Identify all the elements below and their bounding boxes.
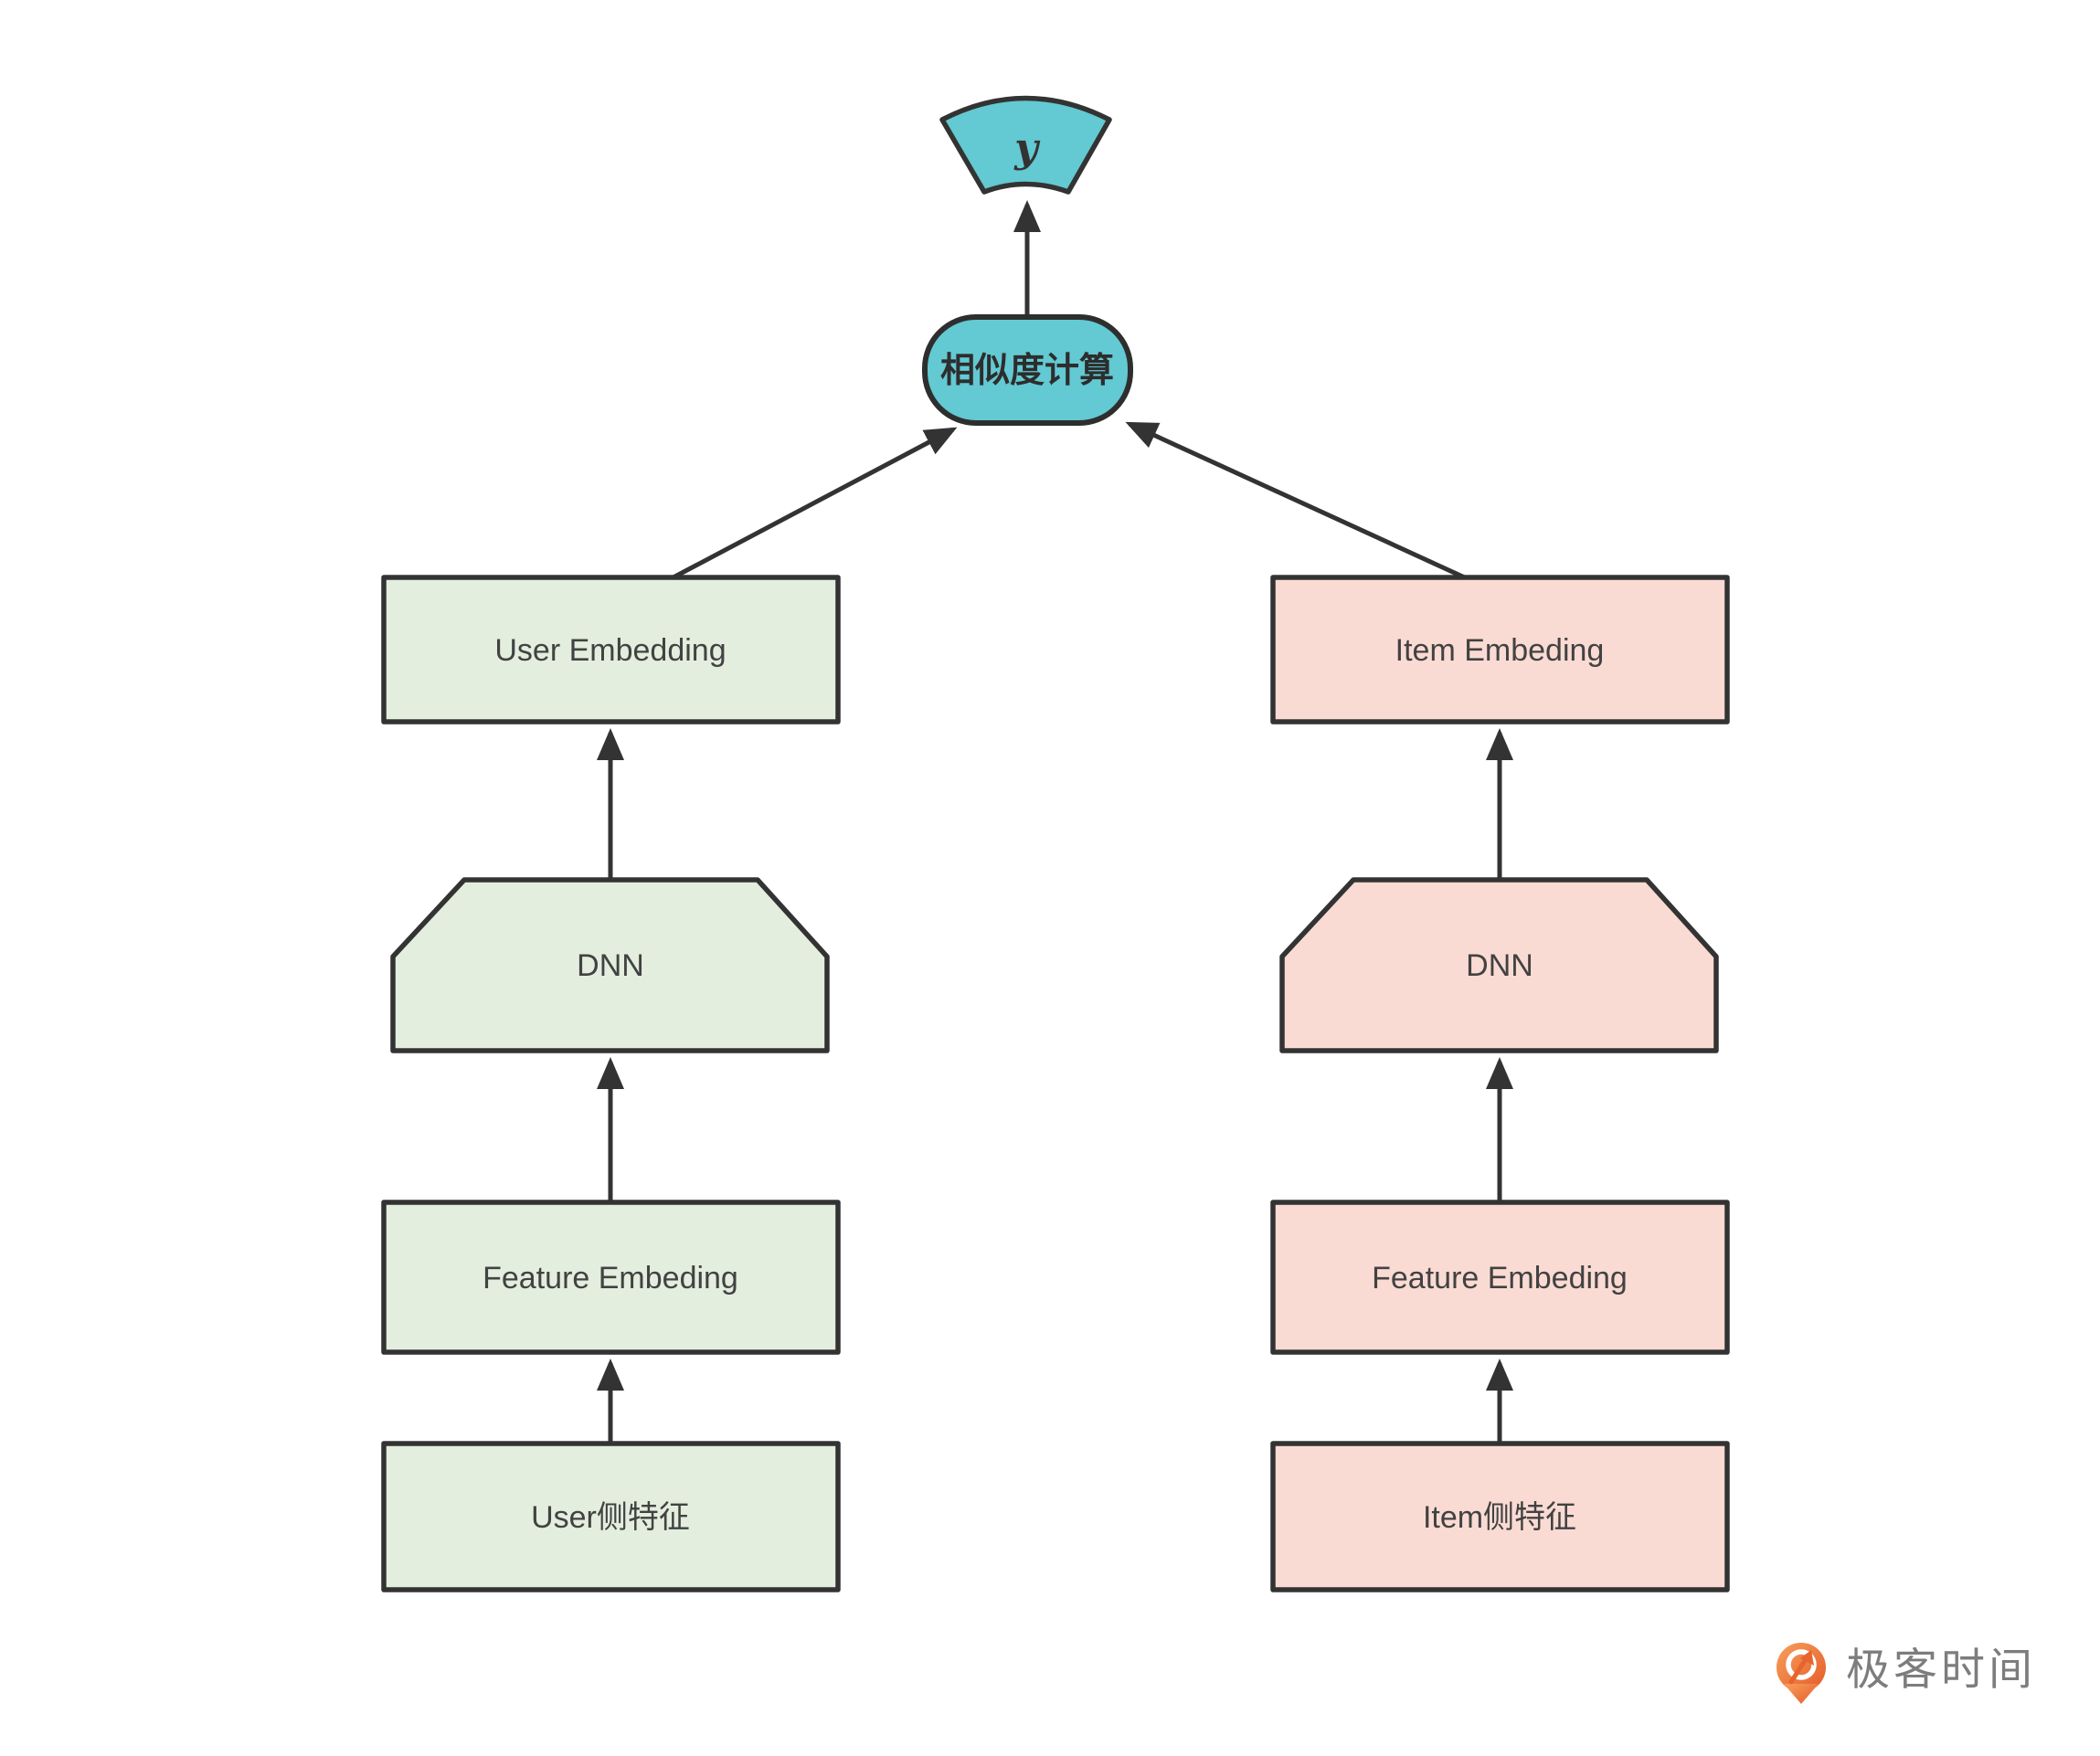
geektime-logo: 极客时间 <box>1777 1643 2036 1704</box>
node-user-embedding: User Embedding <box>381 575 841 725</box>
user-embedding-box <box>381 575 841 725</box>
user-feature-label: Feature Embeding <box>483 1261 738 1296</box>
logo-needle-head <box>1800 1650 1814 1666</box>
item-input-label: Item侧特征 <box>1423 1500 1576 1535</box>
node-item-embedding: Item Embeding <box>1270 575 1730 725</box>
item-embedding-label: Item Embeding <box>1395 633 1605 668</box>
item-embedding-box <box>1270 575 1730 725</box>
node-item-input-features: Item侧特征 <box>1270 1441 1730 1592</box>
node-output-y: y <box>939 95 1112 195</box>
item-dnn-label: DNN <box>1466 948 1533 983</box>
arrow-item-embedding-to-similarity <box>1125 421 1470 582</box>
item-dnn-shape <box>1279 877 1719 1053</box>
brand-text: 极客时间 <box>1846 1646 2036 1695</box>
user-embedding-label: User Embedding <box>494 633 726 668</box>
logo-ring-icon <box>1786 1649 1817 1680</box>
arrow-user-embedding-to-similarity <box>668 427 958 582</box>
user-input-label: User侧特征 <box>531 1500 690 1535</box>
node-user-feature-embedding: Feature Embeding <box>381 1200 841 1355</box>
user-input-box <box>381 1441 841 1592</box>
user-feature-box <box>381 1200 841 1355</box>
node-user-dnn: DNN <box>390 877 830 1053</box>
node-item-feature-embedding: Feature Embeding <box>1270 1200 1730 1355</box>
item-feature-box <box>1270 1200 1730 1355</box>
item-tower: Item Embeding DNN Feature Embeding Item侧… <box>1270 575 1730 1592</box>
output-label: y <box>1013 125 1041 172</box>
item-input-box <box>1270 1441 1730 1592</box>
logo-pin-tail <box>1784 1684 1819 1704</box>
similarity-shape <box>922 314 1133 426</box>
geektime-pin-icon <box>1777 1643 1826 1704</box>
similarity-label: 相似度计算 <box>940 352 1114 390</box>
node-user-input-features: User侧特征 <box>381 1441 841 1592</box>
fan-shape <box>939 95 1112 195</box>
node-similarity: 相似度计算 <box>922 314 1133 426</box>
user-dnn-label: DNN <box>577 948 644 983</box>
node-item-dnn: DNN <box>1279 877 1719 1053</box>
user-dnn-shape <box>390 877 830 1053</box>
item-feature-label: Feature Embeding <box>1372 1261 1628 1296</box>
user-tower: User Embedding DNN Feature Embeding User… <box>381 575 841 1592</box>
